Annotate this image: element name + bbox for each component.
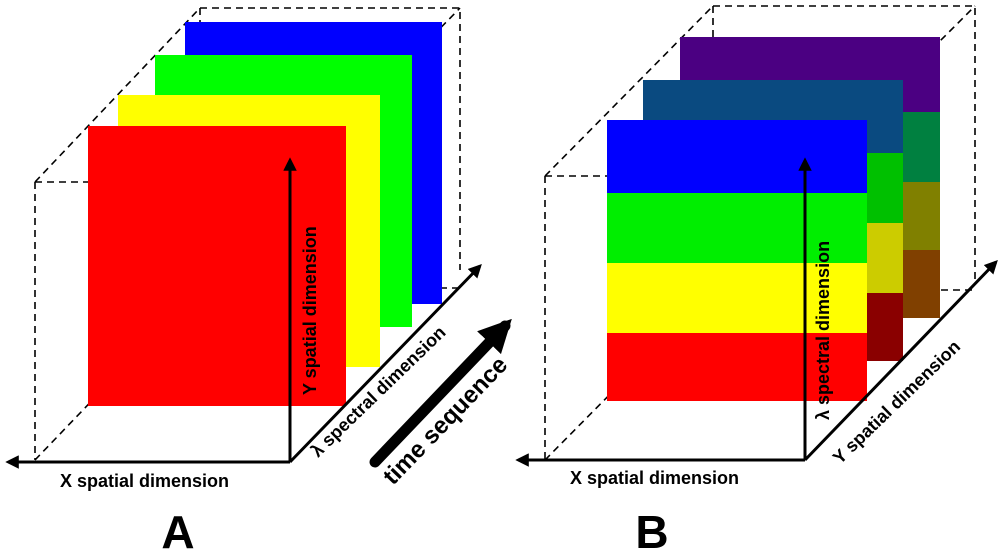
front-band-2: [607, 193, 867, 263]
panel-b: X spatial dimension λ spectral dimension…: [515, 5, 998, 554]
time-sequence-arrow: [369, 318, 512, 468]
panel-b-letter: B: [635, 506, 668, 554]
front-band-4: [607, 333, 867, 401]
panel-b-y-axis: [803, 260, 998, 462]
panel-b-lambda-axis-label: λ spectral dimension: [813, 241, 833, 420]
panel-b-front-slice: [607, 120, 867, 401]
panel-a-y-axis-label: Y spatial dimension: [300, 226, 320, 395]
front-band-3: [607, 263, 867, 333]
frame-red: [88, 126, 346, 406]
panel-a-lambda-axis: [288, 264, 482, 464]
panel-b-x-axis-label: X spatial dimension: [570, 468, 739, 488]
panel-a-frames: [88, 22, 442, 406]
front-band-1: [607, 120, 867, 193]
panel-a-x-axis-label: X spatial dimension: [60, 471, 229, 491]
panel-a-letter: A: [161, 506, 194, 554]
panel-a: X spatial dimension Y spatial dimension …: [5, 7, 513, 554]
